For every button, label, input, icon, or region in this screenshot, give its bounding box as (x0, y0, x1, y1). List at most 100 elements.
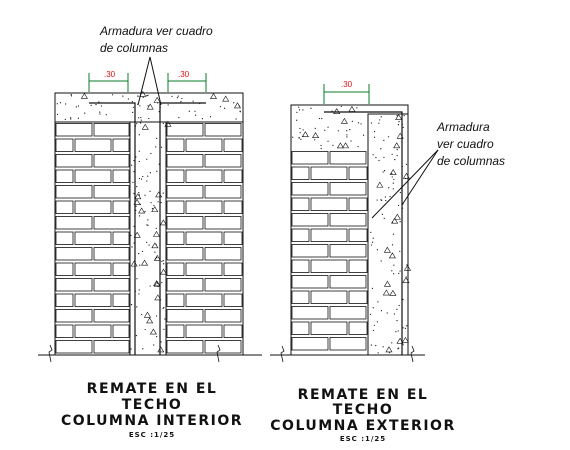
exterior-dot (299, 127, 301, 130)
interior-dot (130, 348, 132, 350)
interior-dot (148, 117, 150, 120)
interior-dot (209, 116, 212, 118)
exterior-dot (327, 126, 329, 128)
exterior-concrete-texture (292, 105, 412, 354)
exterior-dot (402, 126, 404, 129)
interior-dot (137, 95, 139, 97)
exterior-dot (392, 182, 394, 184)
interior-dot (137, 117, 140, 119)
exterior-brick (310, 259, 348, 273)
interior-dot (133, 192, 135, 195)
interior-left-brick (112, 169, 130, 183)
exterior-dot (332, 144, 334, 146)
interior-title-line1: REMATE EN EL (87, 381, 218, 397)
interior-dot (142, 96, 144, 98)
exterior-dot (384, 196, 386, 198)
interior-dimension-left: .30 (88, 70, 129, 92)
interior-dot (194, 110, 196, 112)
interior-dot (133, 171, 135, 173)
exterior-dot (380, 260, 382, 262)
interior-left-brick (93, 216, 130, 230)
exterior-aggregate (393, 213, 401, 220)
exterior-note-line1: Armadura (436, 120, 490, 134)
interior-left-brick (112, 138, 130, 152)
interior-right-brick (166, 154, 204, 168)
interior-dot (192, 100, 194, 102)
exterior-dot (399, 250, 401, 252)
interior-dot (160, 341, 162, 343)
interior-dot (161, 281, 163, 284)
interior-dot (154, 251, 156, 253)
interior-dot (147, 219, 149, 221)
interior-leader-line (137, 56, 162, 106)
exterior-dot (398, 347, 400, 349)
interior-dimension-right: .30 (167, 70, 207, 92)
interior-left-brick (55, 340, 93, 354)
exterior-aggregate (393, 142, 401, 149)
interior-aggregate (233, 102, 241, 109)
exterior-brick (348, 321, 368, 335)
exterior-dot (383, 156, 385, 158)
exterior-dot (372, 154, 374, 156)
exterior-dot (292, 136, 294, 138)
interior-aggregate (159, 219, 167, 226)
interior-left-brick (112, 324, 130, 338)
exterior-dot (377, 301, 379, 303)
exterior-brick (329, 182, 367, 196)
interior-dot (122, 95, 124, 97)
exterior-brick (310, 166, 348, 180)
exterior-dot (298, 106, 300, 108)
exterior-dot (382, 346, 384, 348)
interior-dot (171, 95, 173, 97)
exterior-dot (399, 220, 401, 223)
interior-dot (201, 118, 204, 120)
exterior-break-right (410, 345, 415, 363)
interior-left-brick (93, 185, 130, 199)
exterior-brick (291, 151, 329, 165)
interior-dot (59, 102, 62, 104)
interior-dot (160, 201, 162, 204)
interior-column-detail: .30 .30 Armadura ver cuadro de columnas … (38, 24, 262, 439)
interior-left-brick (74, 293, 112, 307)
exterior-dot (396, 308, 398, 310)
interior-left-brick (55, 169, 74, 183)
exterior-dot (378, 122, 380, 124)
interior-dot (164, 318, 166, 320)
interior-right-brick (166, 309, 204, 323)
exterior-dot (298, 137, 300, 139)
exterior-dot (357, 122, 360, 124)
interior-left-brick (55, 293, 74, 307)
exterior-brick (348, 228, 368, 242)
exterior-dot (340, 105, 342, 108)
exterior-wall-outline (290, 104, 409, 356)
interior-scale: ESC :1/25 (129, 431, 175, 439)
exterior-brick (291, 166, 310, 180)
interior-aggregate (153, 254, 161, 261)
exterior-dot (376, 321, 378, 323)
interior-dot (140, 119, 142, 121)
exterior-dot (397, 204, 400, 207)
interior-left-brick (112, 231, 130, 245)
exterior-cap-outline (290, 104, 408, 150)
interior-aggregate (157, 346, 165, 353)
interior-left-brick (55, 324, 74, 338)
exterior-aggregate (383, 246, 391, 253)
interior-dot (147, 175, 149, 177)
exterior-brick (291, 228, 310, 242)
interior-right-brick (185, 231, 223, 245)
exterior-dot (370, 122, 373, 124)
exterior-dot (300, 138, 302, 140)
interior-right-brick (204, 185, 242, 199)
interior-dot (149, 190, 151, 192)
interior-dot (141, 250, 144, 253)
exterior-dot (337, 130, 339, 132)
interior-dot (195, 114, 197, 116)
interior-dot (135, 334, 138, 337)
interior-brick-courses (55, 123, 243, 354)
interior-dot (161, 146, 163, 148)
interior-dot (130, 234, 132, 237)
exterior-aggregate (395, 113, 403, 120)
interior-right-brick (166, 340, 204, 354)
interior-dim-right-label: .30 (178, 70, 190, 79)
interior-dot (98, 101, 100, 103)
